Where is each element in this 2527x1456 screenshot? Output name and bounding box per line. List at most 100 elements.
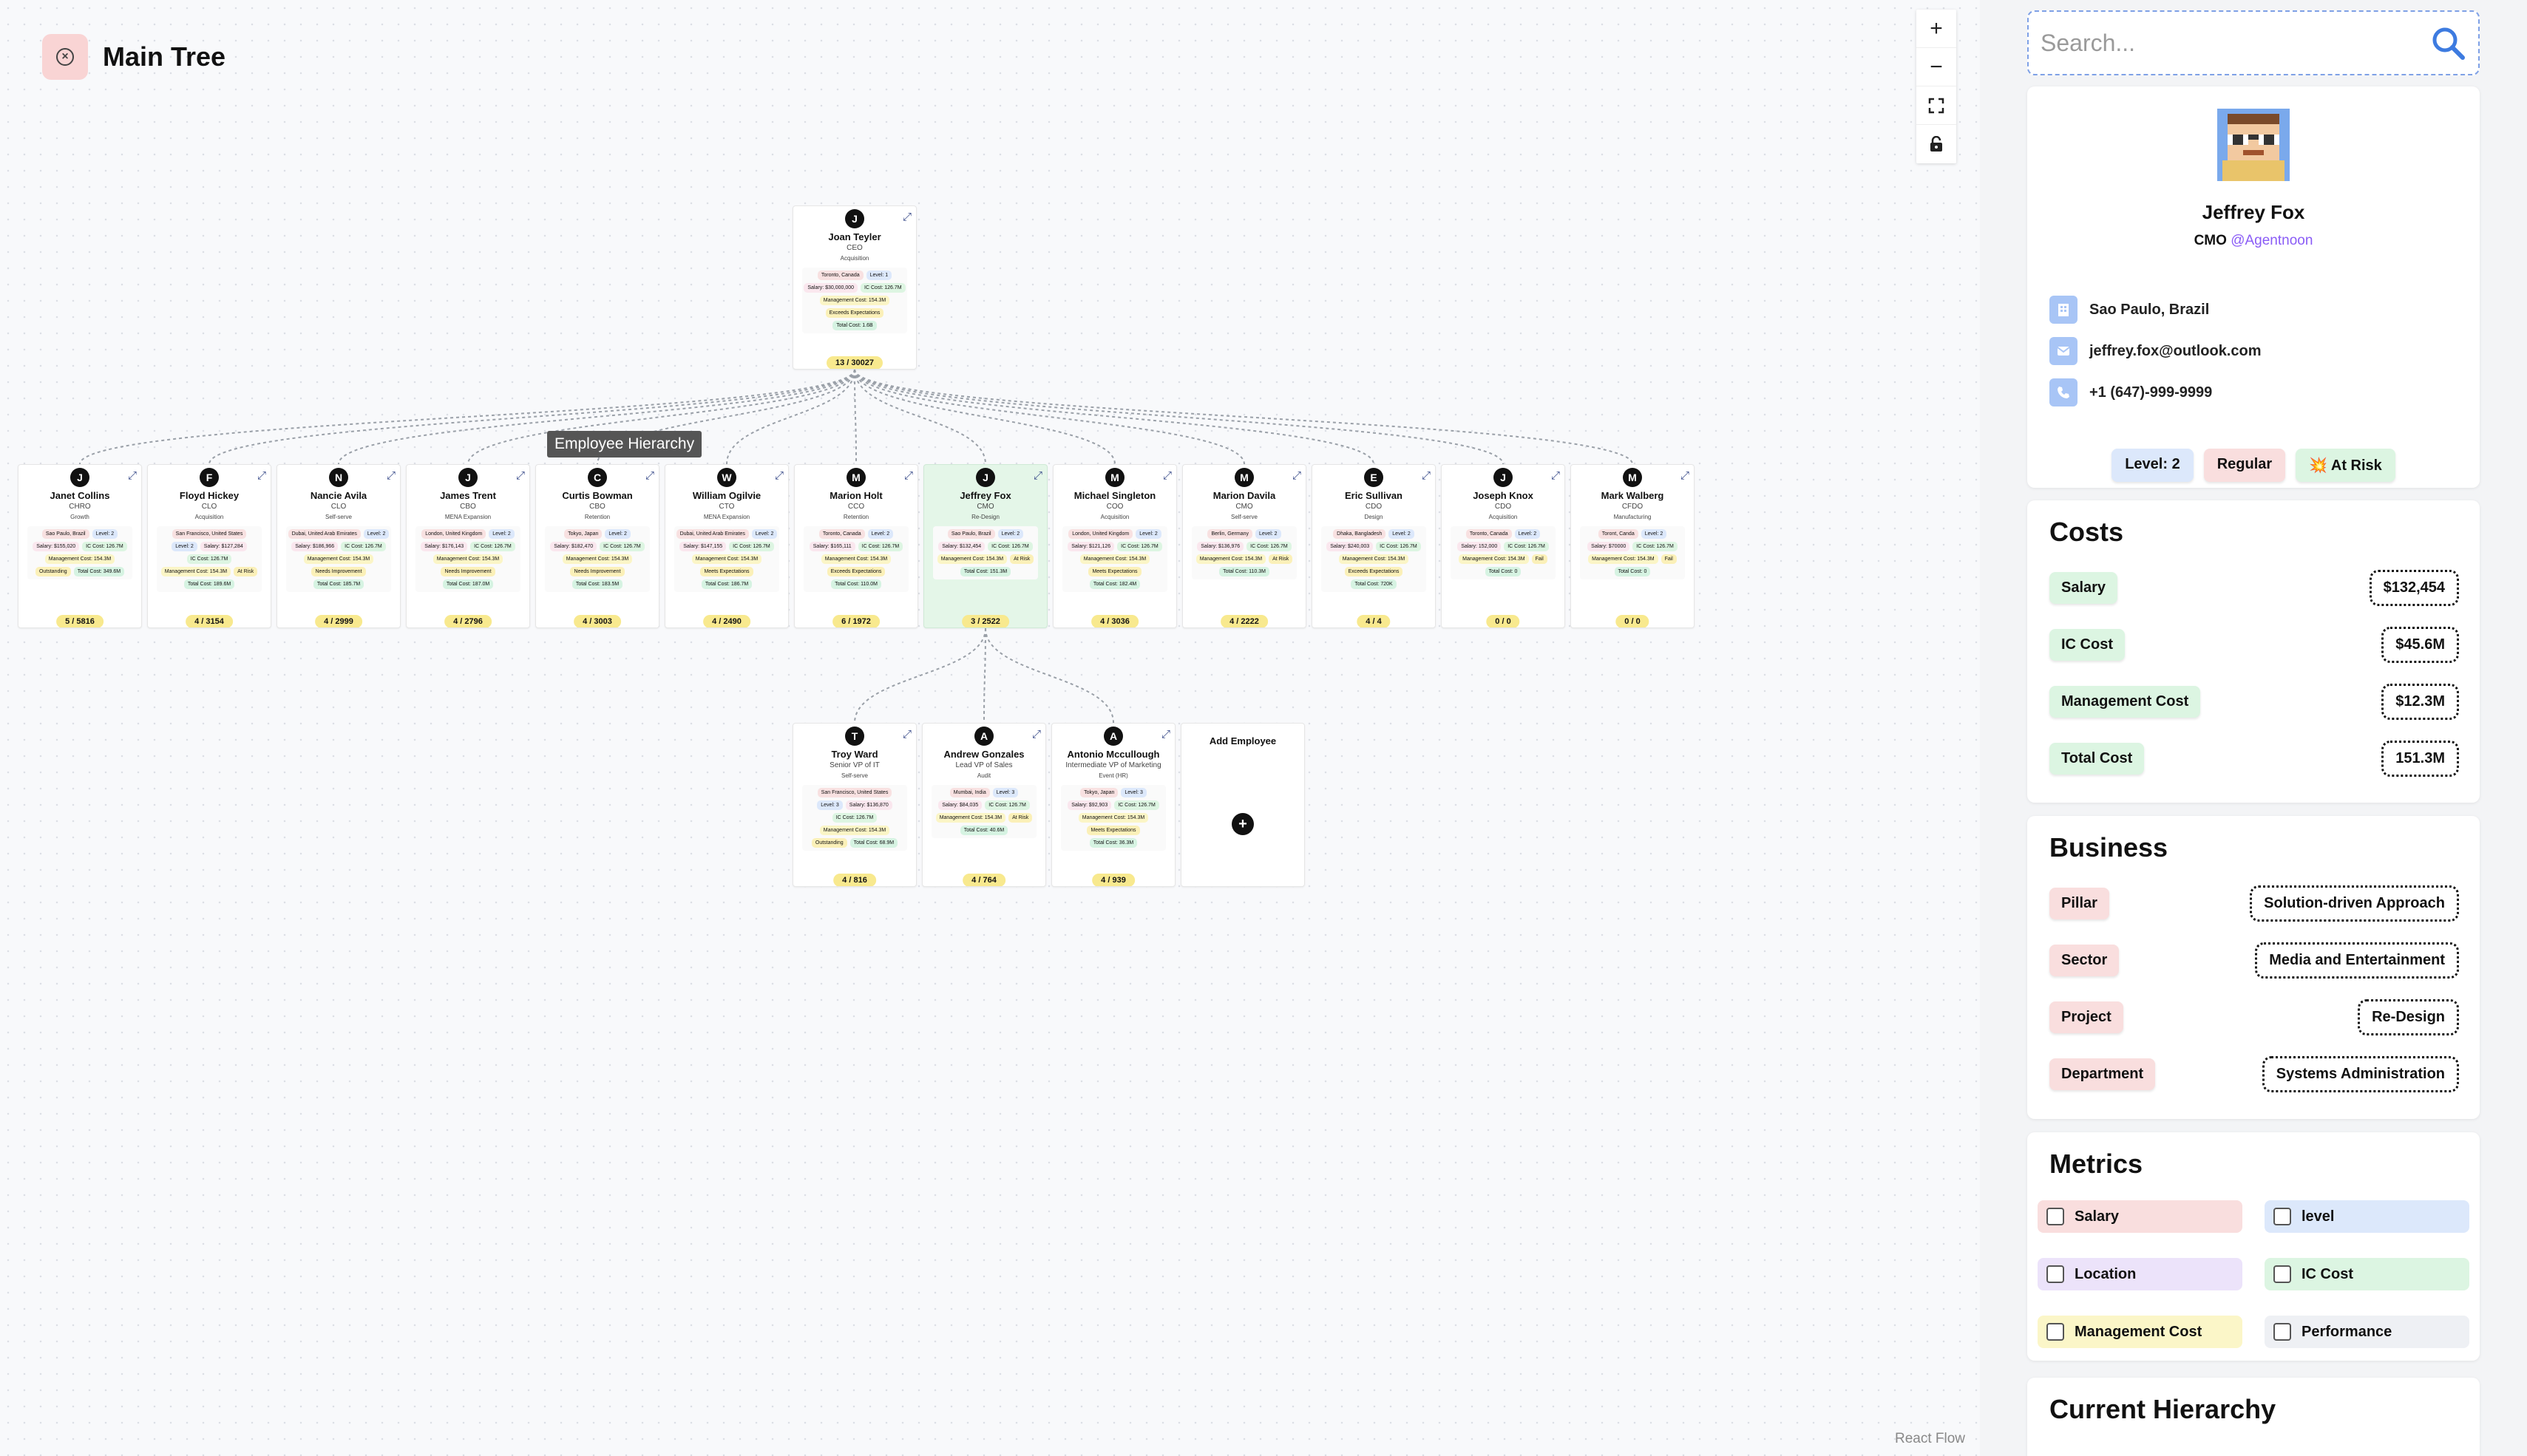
checkbox[interactable] (2273, 1208, 2291, 1225)
employee-name: James Trent (440, 490, 496, 501)
expand-icon[interactable]: ⤢ (1550, 469, 1560, 482)
expand-icon[interactable]: ⤢ (386, 469, 396, 482)
contact-phone-text[interactable]: +1 (647)-999-9999 (2089, 384, 2213, 401)
employee-node[interactable]: ⤢ J Janet Collins CHRO Growth Sao Paulo,… (18, 464, 142, 628)
employee-role: CFDO (1621, 503, 1644, 511)
expand-icon[interactable]: ⤢ (515, 469, 525, 482)
expand-icon[interactable]: ⤢ (645, 469, 654, 482)
report-count: 4 / 764 (963, 874, 1005, 886)
employee-node[interactable]: ⤢ W William Ogilvie CTO MENA Expansion D… (665, 464, 789, 628)
checkbox[interactable] (2273, 1323, 2291, 1341)
performance-chip: Needs Improvement (441, 567, 495, 576)
profile-name: Jeffrey Fox (2202, 201, 2305, 223)
title-bar: × Main Tree (42, 34, 225, 80)
expand-icon[interactable]: ⤢ (902, 211, 912, 223)
employee-metrics: London, United Kingdom Level: 2 Salary: … (1062, 526, 1167, 592)
employee-node[interactable]: ⤢ F Floyd Hickey CLO Acquisition San Fra… (147, 464, 271, 628)
employee-node[interactable]: ⤢ C Curtis Bowman CBO Retention Tokyo, J… (535, 464, 659, 628)
metric-ic-cost-toggle[interactable]: IC Cost (2265, 1258, 2469, 1290)
expand-icon[interactable]: ⤢ (902, 728, 912, 741)
employee-node[interactable]: ⤢ M Mark Walberg CFDO Manufacturing Toro… (1570, 464, 1695, 628)
employee-node[interactable]: ⤢ J Jeffrey Fox CMO Re-Design Sao Paulo,… (923, 464, 1048, 628)
employee-node[interactable]: ⤢ T Troy Ward Senior VP of IT Self-serve… (793, 723, 917, 887)
contact-email-text[interactable]: jeffrey.fox@outlook.com (2089, 342, 2262, 359)
metric-performance-toggle[interactable]: Performance (2265, 1316, 2469, 1348)
lock-button[interactable] (1916, 125, 1956, 163)
employee-role: CDO (1494, 503, 1512, 511)
location-chip: Dubai, United Arab Emirates (676, 529, 749, 539)
expand-icon[interactable]: ⤢ (1162, 469, 1172, 482)
expand-icon[interactable]: ⤢ (1033, 469, 1042, 482)
employee-project: MENA Expansion (703, 514, 750, 520)
performance-chip: Needs Improvement (570, 567, 625, 576)
total-cost-chip: Total Cost: 182.4M (1089, 579, 1141, 589)
location-chip: San Francisco, United States (817, 788, 892, 797)
employee-node[interactable]: ⤢ A Andrew Gonzales Lead VP of Sales Aud… (922, 723, 1046, 887)
salary-chip: Salary: $132,454 (938, 542, 986, 551)
hierarchy-edge (208, 369, 855, 465)
checkbox[interactable] (2046, 1265, 2064, 1283)
employee-name: Joan Teyler (828, 231, 881, 242)
business-value: Re-Design (2358, 999, 2459, 1035)
profile-handle[interactable]: @Agentnoon (2231, 233, 2313, 248)
zoom-in-button[interactable]: + (1916, 10, 1956, 48)
tree-canvas[interactable]: × Main Tree + − ⤢ J Joan Teyler CEO Acqu… (0, 0, 1980, 1456)
employee-role: CDO (1365, 503, 1383, 511)
expand-icon[interactable]: ⤢ (1031, 728, 1041, 741)
employee-node[interactable]: ⤢ M Marion Davila CMO Self-serve Berlin,… (1182, 464, 1306, 628)
employee-node[interactable]: ⤢ J James Trent CBO MENA Expansion Londo… (406, 464, 530, 628)
metric-salary-toggle[interactable]: Salary (2038, 1200, 2242, 1233)
type-badge: Regular (2203, 449, 2286, 482)
employee-metrics: Sao Paulo, Brazil Level: 2 Salary: $155,… (27, 526, 132, 579)
expand-icon[interactable]: ⤢ (1292, 469, 1301, 482)
phone-icon (2049, 378, 2077, 406)
employee-node[interactable]: ⤢ M Michael Singleton COO Acquisition Lo… (1053, 464, 1177, 628)
level-chip: Level: 2 (1136, 529, 1161, 539)
total-cost-chip: Total Cost: 151.3M (960, 567, 1011, 576)
employee-name: Curtis Bowman (562, 490, 633, 501)
react-flow-attribution[interactable]: React Flow (1895, 1431, 1966, 1446)
ic-cost-chip: IC Cost: 126.7M (985, 800, 1030, 810)
expand-icon[interactable]: ⤢ (127, 469, 137, 482)
metric-management-cost-toggle[interactable]: Management Cost (2038, 1316, 2242, 1348)
expand-icon[interactable]: ⤢ (1680, 469, 1689, 482)
employee-node[interactable]: ⤢ A Antonio Mccullough Intermediate VP o… (1051, 723, 1176, 887)
search-input[interactable] (2041, 29, 2429, 57)
hierarchy-edge (854, 369, 1116, 465)
zoom-out-button[interactable]: − (1916, 48, 1956, 86)
avatar: M (1623, 468, 1642, 487)
metric-location-toggle[interactable]: Location (2038, 1258, 2242, 1290)
close-tree-button[interactable]: × (42, 34, 88, 80)
add-employee-node[interactable]: Add Employee + (1181, 723, 1305, 887)
add-employee-button[interactable]: + (1232, 813, 1254, 835)
ic-cost-chip: IC Cost: 126.7M (1376, 542, 1421, 551)
employee-role: CCO (847, 503, 865, 511)
checkbox[interactable] (2046, 1323, 2064, 1341)
employee-name: Marion Holt (830, 490, 883, 501)
search-icon[interactable] (2429, 24, 2466, 61)
expand-icon[interactable]: ⤢ (774, 469, 784, 482)
expand-icon[interactable]: ⤢ (257, 469, 266, 482)
employee-node[interactable]: ⤢ J Joan Teyler CEO Acquisition Toronto,… (793, 205, 917, 370)
flow-controls: + − (1916, 10, 1956, 163)
checkbox[interactable] (2273, 1265, 2291, 1283)
performance-chip: Meets Expectations (700, 567, 753, 576)
expand-icon[interactable]: ⤢ (1161, 728, 1170, 741)
salary-chip: Salary: $92,903 (1068, 800, 1112, 810)
total-cost-chip: Total Cost: 189.6M (183, 579, 235, 589)
fit-view-button[interactable] (1916, 86, 1956, 125)
employee-node[interactable]: ⤢ J Joseph Knox CDO Acquisition Toronto,… (1441, 464, 1565, 628)
employee-node[interactable]: ⤢ E Eric Sullivan CDO Design Dhaka, Bang… (1312, 464, 1436, 628)
performance-chip: Outstanding (811, 838, 847, 848)
expand-icon[interactable]: ⤢ (903, 469, 913, 482)
metric-level-toggle[interactable]: level (2265, 1200, 2469, 1233)
employee-name: Michael Singleton (1073, 490, 1156, 501)
employee-node[interactable]: ⤢ M Marion Holt CCO Retention Toronto, C… (794, 464, 918, 628)
expand-icon[interactable]: ⤢ (1421, 469, 1431, 482)
performance-chip: Exceeds Expectations (825, 308, 884, 318)
employee-role: CBO (589, 503, 606, 511)
checkbox[interactable] (2046, 1208, 2064, 1225)
employee-node[interactable]: ⤢ N Nancie Avila CLO Self-serve Dubai, U… (277, 464, 401, 628)
metric-label: Salary (2075, 1208, 2120, 1225)
